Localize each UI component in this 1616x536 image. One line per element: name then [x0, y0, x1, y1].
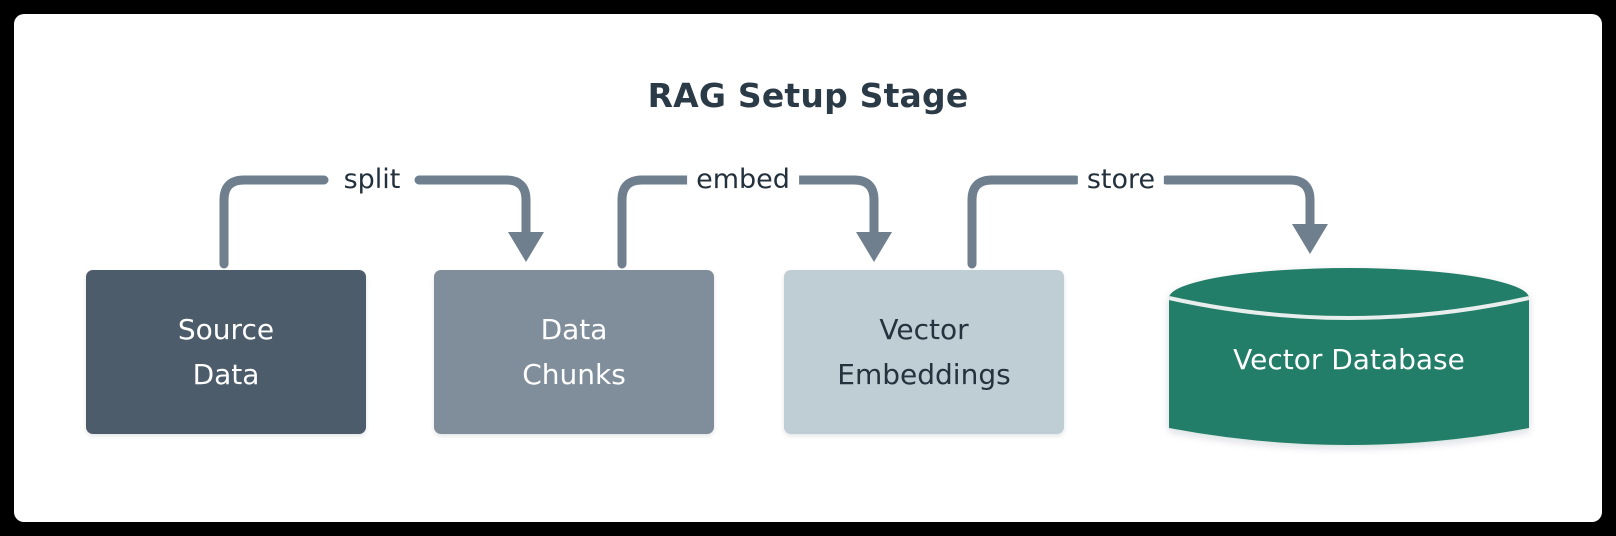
node-source-data-label: Source Data	[177, 312, 275, 391]
node-vector-embeddings-label: Vector Embeddings	[837, 312, 1011, 391]
arrowhead-embed	[856, 232, 892, 262]
edge-split	[219, 175, 544, 269]
edge-embed	[617, 175, 892, 269]
node-data-chunks-label: Data Chunks	[522, 312, 626, 391]
node-data-chunks[interactable]: Data Chunks	[434, 270, 714, 434]
node-vector-database[interactable]: Vector Database	[1167, 266, 1531, 452]
node-source-data[interactable]: Source Data	[86, 270, 366, 434]
arrowhead-split	[508, 232, 544, 262]
arrowhead-store	[1292, 224, 1328, 254]
edge-label-embed: embed	[687, 166, 799, 193]
page-title: RAG Setup Stage	[647, 76, 969, 115]
flow-arrows-layer	[219, 175, 1328, 269]
cylinder-rim	[1168, 296, 1530, 320]
node-vector-embeddings[interactable]: Vector Embeddings	[784, 270, 1064, 434]
diagram-stage: RAG Setup Stage split embed	[14, 14, 1602, 522]
diagram-card: RAG Setup Stage split embed	[14, 14, 1602, 522]
edge-store	[967, 175, 1328, 269]
edge-label-store: store	[1077, 166, 1165, 193]
edge-label-split: split	[334, 166, 410, 193]
cylinder-body	[1168, 268, 1530, 445]
